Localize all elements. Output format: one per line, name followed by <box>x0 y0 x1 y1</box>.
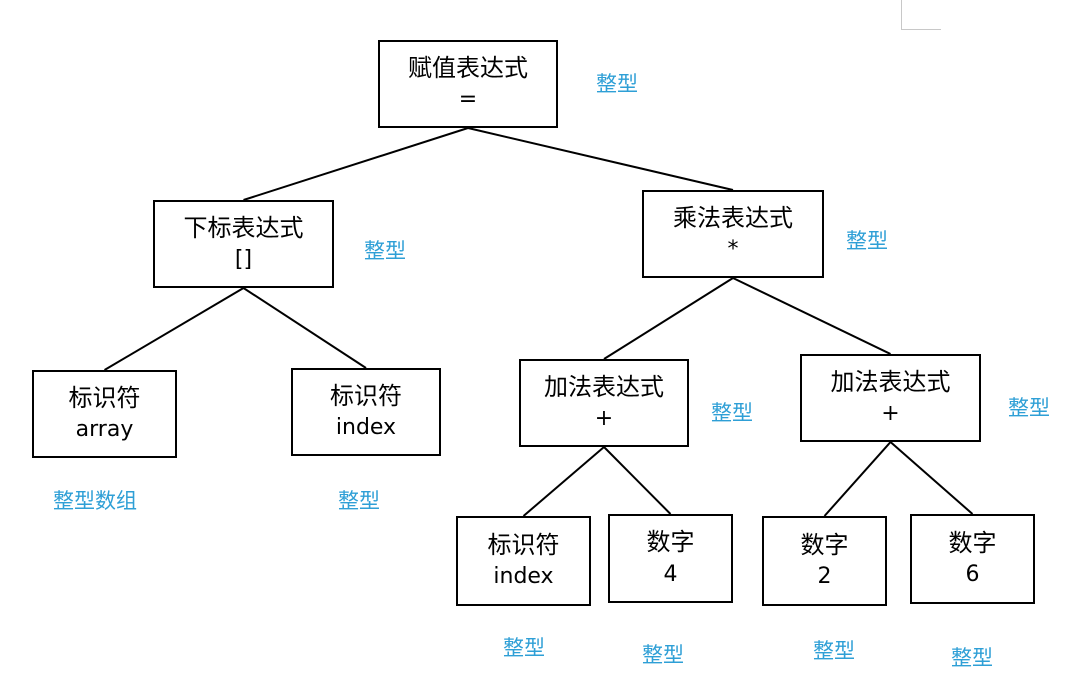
node-value: array <box>75 417 134 443</box>
edge-add2-num2 <box>823 441 892 517</box>
node-kind: 数字 <box>646 528 695 557</box>
node-kind: 数字 <box>948 528 997 557</box>
edge-subscr-arr <box>103 287 245 371</box>
node-value: 4 <box>663 561 678 587</box>
node-value: 2 <box>817 564 832 590</box>
node-identifier-index-2: 标识符 index <box>456 516 591 606</box>
node-value: * <box>727 237 739 263</box>
edge-assign-mul <box>467 127 734 191</box>
edge-add1-num4 <box>603 446 672 515</box>
node-number-4: 数字 4 <box>608 514 733 603</box>
node-kind: 乘法表达式 <box>673 203 793 232</box>
edge-add2-num6 <box>889 441 974 515</box>
node-value: [] <box>234 247 253 273</box>
node-value: index <box>335 415 397 441</box>
type-label: 整型 <box>596 72 638 96</box>
edge-subscr-idx1 <box>242 287 367 369</box>
node-identifier-array: 标识符 array <box>32 370 177 458</box>
node-subscript: 下标表达式 [] <box>153 200 334 288</box>
node-identifier-index: 标识符 index <box>291 368 441 456</box>
node-kind: 标识符 <box>68 383 141 412</box>
page-corner-mark <box>901 0 941 30</box>
type-label: 整型 <box>503 636 545 660</box>
node-value: + <box>881 401 900 427</box>
edge-mul-add2 <box>732 277 891 355</box>
node-assign: 赋值表达式 = <box>378 40 558 128</box>
node-add-right: 加法表达式 + <box>800 354 981 442</box>
node-kind: 标识符 <box>487 530 560 559</box>
type-label: 整型 <box>951 646 993 670</box>
node-add-left: 加法表达式 + <box>519 359 689 447</box>
node-kind: 加法表达式 <box>830 367 951 396</box>
node-number-2: 数字 2 <box>762 516 887 606</box>
type-label: 整型 <box>364 239 406 263</box>
edge-assign-subscr <box>243 127 469 201</box>
type-label: 整型 <box>813 639 855 663</box>
node-kind: 标识符 <box>330 381 402 410</box>
node-value: + <box>594 406 614 432</box>
type-label: 整型 <box>1008 396 1050 420</box>
edge-add1-idx2 <box>522 446 605 517</box>
type-label: 整型 <box>642 643 684 667</box>
node-kind: 下标表达式 <box>183 213 304 242</box>
node-kind: 赋值表达式 <box>408 53 528 82</box>
type-label: 整型 <box>846 229 888 253</box>
edge-mul-add1 <box>603 277 734 360</box>
type-label: 整型 <box>338 489 380 513</box>
node-value: = <box>458 87 478 113</box>
node-kind: 加法表达式 <box>544 372 664 401</box>
type-label: 整型 <box>711 401 753 425</box>
node-number-6: 数字 6 <box>910 514 1035 604</box>
type-label: 整型数组 <box>53 489 137 513</box>
node-value: 6 <box>965 562 980 588</box>
node-value: index <box>493 564 554 590</box>
node-multiply: 乘法表达式 * <box>642 190 824 278</box>
node-kind: 数字 <box>800 530 849 559</box>
